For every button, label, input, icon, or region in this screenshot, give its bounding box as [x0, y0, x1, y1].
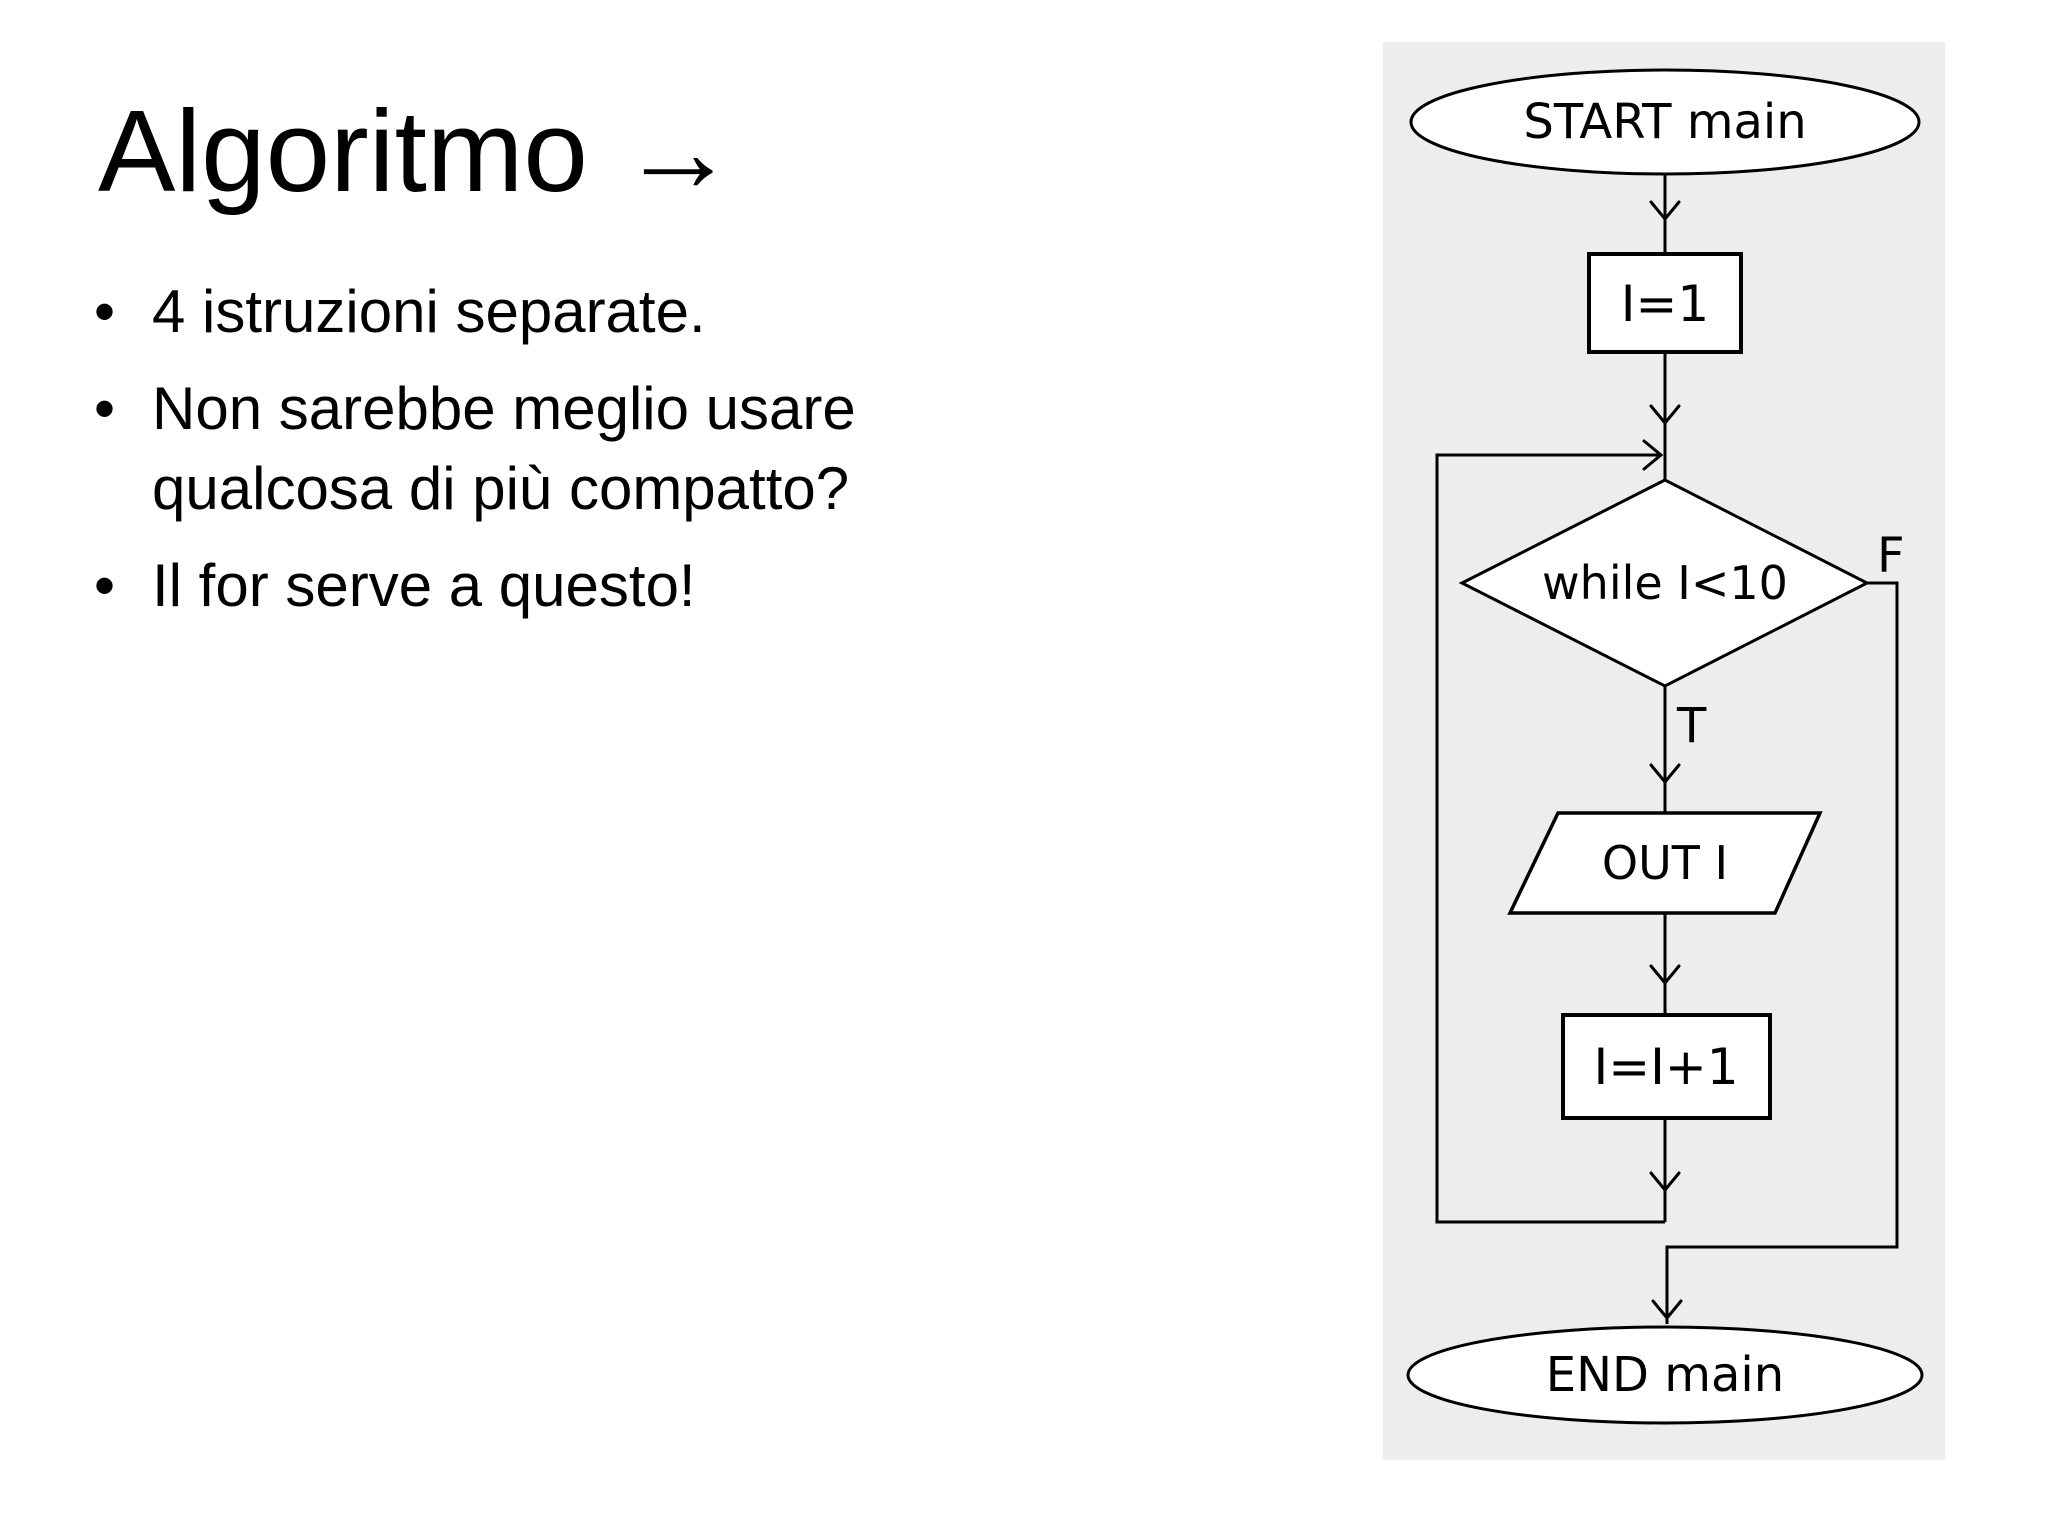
flowchart-panel: START main I=1 while I<10 T F OUT I I=I+…: [1383, 42, 1945, 1460]
bullet-icon: •: [94, 375, 116, 442]
bullet-text: Il for serve a questo!: [152, 552, 696, 619]
list-item: • Il for serve a questo!: [88, 546, 918, 626]
start-terminator: [1409, 68, 1921, 176]
start-terminator-label: START main: [1523, 94, 1806, 150]
end-terminator-label: END main: [1546, 1347, 1784, 1403]
increment-process-label: I=I+1: [1593, 1038, 1738, 1096]
true-branch-label: T: [1676, 698, 1707, 754]
condition-decision-label: while I<10: [1542, 556, 1788, 610]
bullet-list: • 4 istruzioni separate. • Non sarebbe m…: [88, 272, 918, 643]
increment-process-box: [1561, 1013, 1772, 1120]
list-item: • 4 istruzioni separate.: [88, 272, 918, 352]
flowchart-svg: START main I=1 while I<10 T F OUT I I=I+…: [1406, 68, 1924, 1425]
init-process-label: I=1: [1621, 275, 1709, 333]
loop-back-line: [1435, 453, 1665, 1224]
condition-decision-diamond: [1458, 478, 1871, 688]
false-branch-line: [1665, 581, 1899, 1324]
end-terminator: [1406, 1325, 1924, 1425]
output-io-parallelogram: [1507, 811, 1823, 915]
page-title: Algoritmo →: [98, 86, 737, 216]
bullet-text: 4 istruzioni separate.: [152, 278, 706, 345]
arrowhead-down-icon: [1649, 763, 1681, 785]
arrowhead-right-icon: [1642, 439, 1664, 471]
bullet-icon: •: [94, 278, 116, 345]
bullet-icon: •: [94, 552, 116, 619]
arrowhead-down-icon: [1649, 200, 1681, 222]
arrowhead-down-icon: [1649, 404, 1681, 426]
false-branch-label: F: [1877, 528, 1905, 584]
arrowhead-down-icon: [1649, 1171, 1681, 1193]
arrowhead-down-icon: [1649, 964, 1681, 986]
init-process-box: [1587, 252, 1743, 354]
arrowhead-down-icon: [1651, 1299, 1683, 1321]
list-item: • Non sarebbe meglio usare qualcosa di p…: [88, 369, 918, 529]
output-io-label: OUT I: [1602, 836, 1728, 890]
bullet-text: Non sarebbe meglio usare qualcosa di più…: [152, 375, 856, 522]
